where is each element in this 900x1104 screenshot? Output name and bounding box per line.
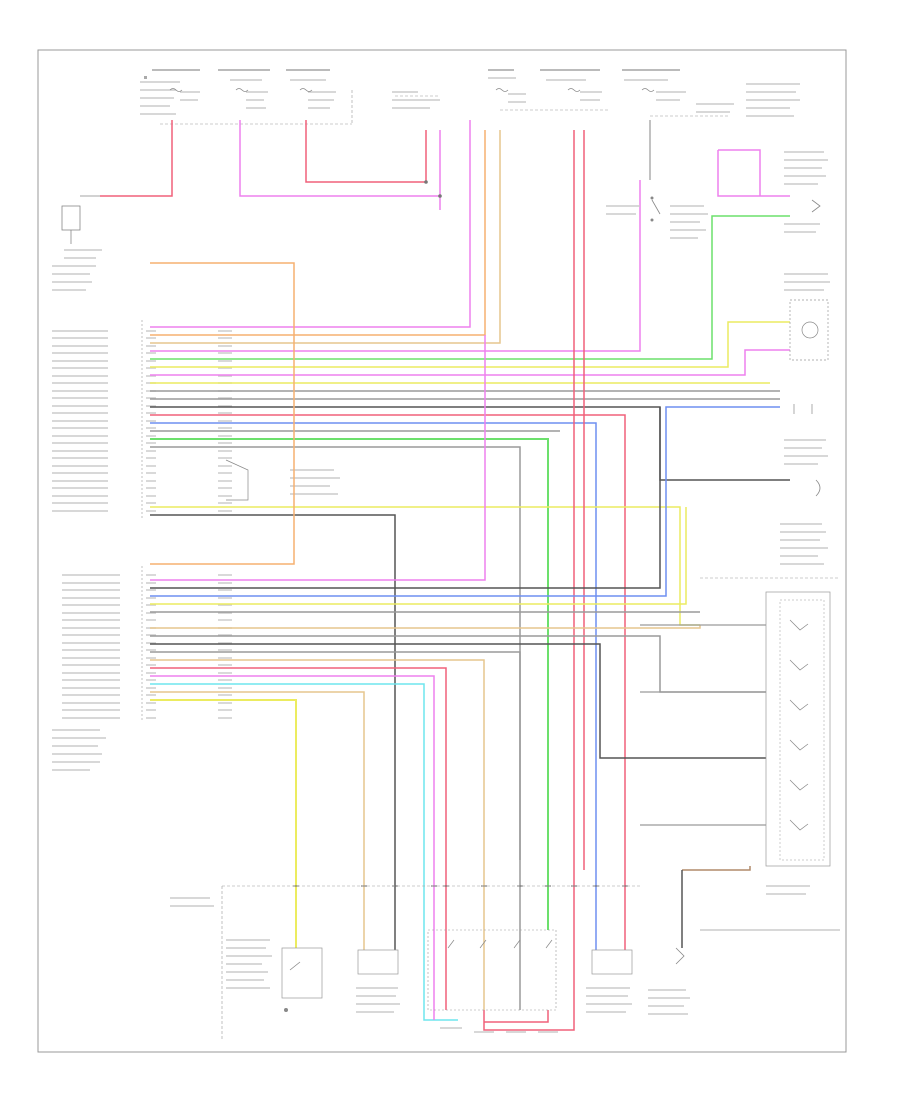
diagram-frame — [37, 49, 847, 1053]
fuse-symbols — [169, 88, 655, 92]
tcc-solenoid-label — [700, 523, 840, 579]
wire-yellow-vss1 — [150, 321, 790, 368]
fuse-label-block-3 — [286, 69, 336, 109]
wire-pink-cruise — [717, 149, 790, 197]
pcm-left-bracket — [52, 320, 143, 771]
fuse-label-block-1 — [140, 69, 200, 115]
wire-3 — [150, 407, 661, 589]
wire-19 — [484, 1010, 549, 1023]
wire-orange-cluster — [150, 262, 295, 565]
wire-tan-lower — [150, 659, 485, 860]
wire-green-cruise — [150, 215, 790, 360]
wire-green-manifold — [150, 438, 549, 930]
wire-pink-lower-2 — [150, 675, 435, 860]
pressure-switch-box — [281, 947, 323, 999]
splice-dot — [438, 194, 442, 198]
vss-sensor — [784, 273, 830, 361]
wire-6 — [150, 651, 521, 860]
wire-pink-vss2 — [150, 349, 790, 376]
fuse-label-block-7 — [622, 69, 734, 113]
fuse-label-block-2 — [218, 69, 270, 109]
wire-pink-upper — [150, 130, 471, 328]
fuse-label-block-6 — [540, 69, 602, 101]
wire-yellow-lower — [150, 507, 687, 605]
wire-red-loop — [483, 870, 575, 1031]
wire-red-lower — [150, 667, 447, 860]
wire-cyan-manifold — [150, 683, 458, 1021]
shift-solenoid-b-box — [591, 949, 633, 975]
wire-black-range — [150, 643, 766, 759]
pressure-switch-manifold — [427, 929, 557, 1011]
fuse-label-block-5 — [488, 69, 526, 103]
wire-group — [100, 120, 790, 1031]
wire-5 — [150, 625, 701, 629]
instrument-cluster — [52, 195, 102, 291]
wire-red-solenoid — [150, 414, 626, 860]
wire-pink-lower — [150, 335, 486, 581]
wire-blue-lower — [150, 406, 780, 597]
wire-red-fuse-2 — [305, 120, 427, 183]
wire-pink-brake — [150, 180, 641, 352]
splice-note — [225, 459, 340, 501]
pcm-connector-labels — [52, 330, 232, 719]
brake-switch — [606, 196, 708, 239]
wire-gray-manifold — [150, 446, 521, 860]
wire-yellow-tcc — [150, 506, 700, 626]
fuse-label-block-4 — [392, 91, 440, 109]
shift-solenoid-a-box — [357, 949, 399, 975]
wire-orange-upper — [150, 130, 486, 336]
wire-blue-range — [150, 422, 597, 860]
wire-tan-solenoid — [150, 691, 365, 860]
trans-range-switch — [765, 591, 831, 895]
splice-dot — [424, 180, 428, 184]
cruise-switch — [784, 151, 828, 233]
wire-yellow-pressure — [150, 699, 297, 948]
wire-pink-fuse — [239, 120, 441, 210]
crank-sensor — [784, 404, 828, 497]
wire-tan-upper — [150, 130, 501, 344]
fuse-label-block-8 — [746, 83, 800, 117]
wire-black-solenoid-a — [150, 514, 396, 860]
automatic-transmission — [170, 885, 840, 1040]
wire-brown-range — [682, 866, 751, 871]
wire-red-fuse — [100, 120, 173, 197]
top-fuse-block — [140, 69, 800, 125]
